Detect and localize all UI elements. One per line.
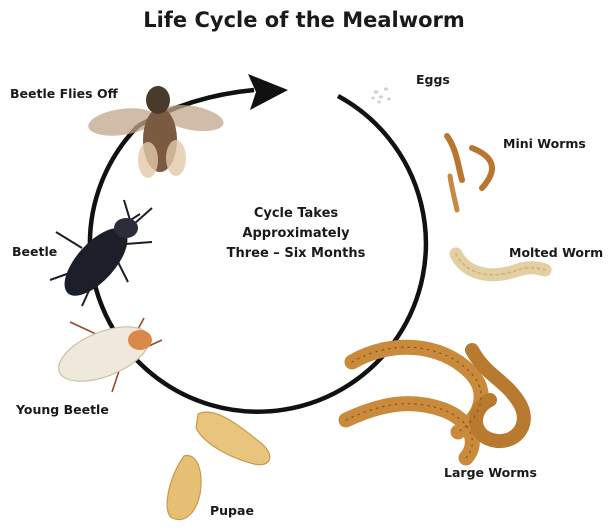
beetle-icon — [50, 200, 152, 306]
center-text-line-3: Three – Six Months — [196, 244, 396, 264]
center-text-line-2: Approximately — [196, 224, 396, 244]
stage-label-large-worms: Large Worms — [444, 465, 537, 480]
stage-label-young-beetle: Young Beetle — [16, 402, 109, 417]
stage-label-beetle-flies-off: Beetle Flies Off — [10, 86, 118, 101]
stage-label-mini-worms: Mini Worms — [503, 136, 586, 151]
eggs-icon — [372, 88, 391, 104]
stage-label-molted-worm: Molted Worm — [509, 245, 603, 260]
stage-label-beetle: Beetle — [12, 244, 57, 259]
center-text-line-1: Cycle Takes — [196, 204, 396, 224]
young-beetle-icon — [51, 316, 162, 393]
stage-label-pupae: Pupae — [210, 503, 254, 518]
cycle-duration-text: Cycle Takes Approximately Three – Six Mo… — [196, 204, 396, 264]
stage-label-eggs: Eggs — [416, 72, 450, 87]
mini-worms-icon — [447, 136, 492, 210]
